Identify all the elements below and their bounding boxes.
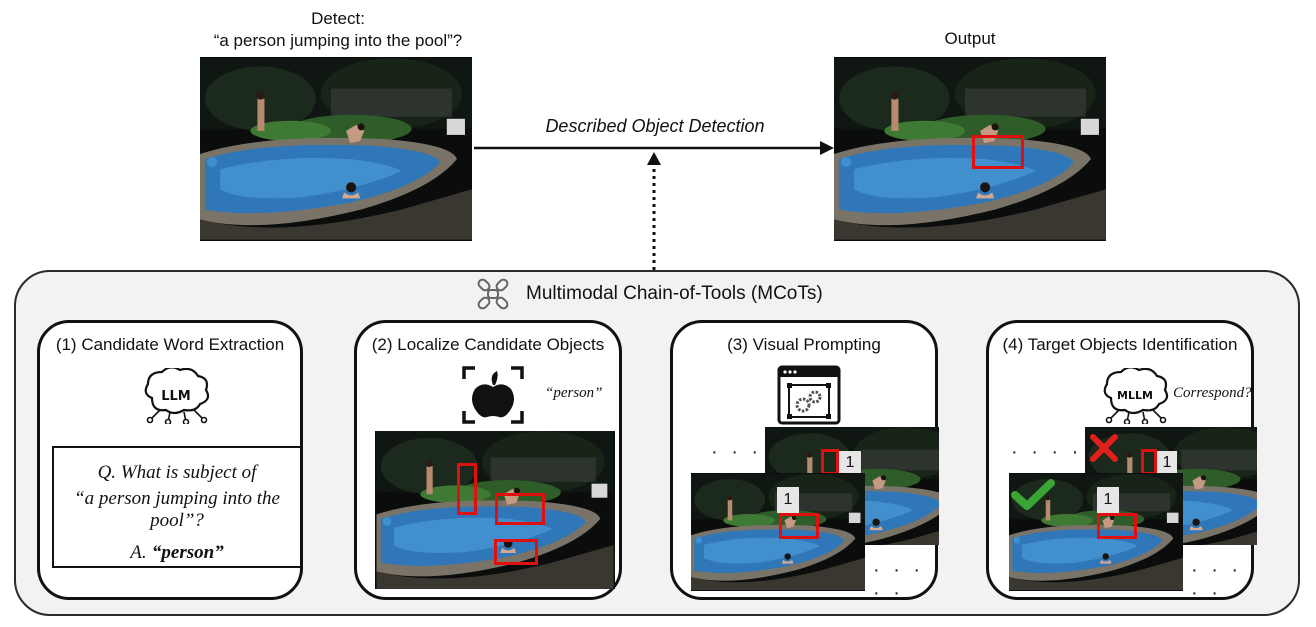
apple-detection-icon xyxy=(462,366,524,424)
settings-window-icon xyxy=(777,365,841,425)
llm-brain-icon: LLM xyxy=(144,368,210,424)
cross-icon xyxy=(1090,434,1118,462)
front-prompt-box xyxy=(779,513,819,539)
front-badge: 1 xyxy=(777,487,799,513)
step-card-2: (2) Localize Candidate Objects “person” xyxy=(354,320,622,600)
back-identify-box xyxy=(1141,449,1157,475)
answer-line: A. “person” xyxy=(54,542,300,564)
output-bounding-box xyxy=(972,135,1024,169)
mcot-header: Multimodal Chain-of-Tools (MCoTs) xyxy=(474,277,894,311)
prompt-word: “person” xyxy=(545,385,603,401)
output-label: Output xyxy=(944,29,996,48)
step-card-4: (4) Target Objects Identification MLLM C… xyxy=(986,320,1257,604)
question-line1: Q. What is subject of xyxy=(97,462,257,483)
back-prompt-box xyxy=(821,449,839,475)
step-4-title: (4) Target Objects Identification xyxy=(1002,335,1238,354)
prompt-image-front: 1 xyxy=(691,473,865,591)
dots-bottom-4: · · · · · xyxy=(1191,559,1243,604)
detection-arrow xyxy=(474,141,834,155)
back-badge: 1 xyxy=(839,451,861,475)
front-badge-4: 1 xyxy=(1097,487,1119,513)
candidate-box-3 xyxy=(494,539,538,565)
candidate-box-2 xyxy=(495,493,545,525)
detect-label-line1: Detect: xyxy=(311,9,365,28)
front-identify-box xyxy=(1097,513,1137,539)
mllm-brain-icon: MLLM xyxy=(1103,368,1169,424)
candidate-box-1 xyxy=(457,463,477,515)
svg-text:MLLM: MLLM xyxy=(1117,389,1153,402)
chain-link-icon xyxy=(477,278,509,310)
detect-label: Detect: “a person jumping into the pool”… xyxy=(188,8,488,52)
output-image xyxy=(834,57,1106,241)
dots-bottom: · · · · · xyxy=(873,559,925,604)
step-1-title: (1) Candidate Word Extraction xyxy=(55,335,285,354)
mcot-title: Multimodal Chain-of-Tools (MCoTs) xyxy=(526,283,823,304)
identify-image-front: 1 xyxy=(1009,473,1183,591)
answer-word: “person” xyxy=(151,542,224,563)
step-card-1: (1) Candidate Word Extraction LLM Q. Wha… xyxy=(37,320,303,600)
correspond-question: Correspond? xyxy=(1173,385,1252,401)
qa-box: Q. What is subject of “a person jumping … xyxy=(52,446,302,568)
answer-prefix: A. xyxy=(130,542,147,563)
input-image xyxy=(200,57,472,241)
detect-query: “a person jumping into the pool”? xyxy=(213,31,463,50)
back-badge-4: 1 xyxy=(1157,451,1177,475)
dotted-arrow xyxy=(647,152,661,270)
question-line2: “a person jumping into the pool”? xyxy=(74,488,280,531)
candidate-image xyxy=(375,431,615,589)
dots-top-4: · · · · · xyxy=(1011,441,1103,463)
step-3-title: (3) Visual Prompting xyxy=(727,335,881,354)
arrow-label: Described Object Detection xyxy=(545,116,765,136)
check-icon xyxy=(1011,479,1055,510)
step-card-3: (3) Visual Prompting · · · · · 1 1 · · ·… xyxy=(670,320,939,604)
step-2-title: (2) Localize Candidate Objects xyxy=(371,335,605,354)
svg-text:LLM: LLM xyxy=(161,389,191,404)
